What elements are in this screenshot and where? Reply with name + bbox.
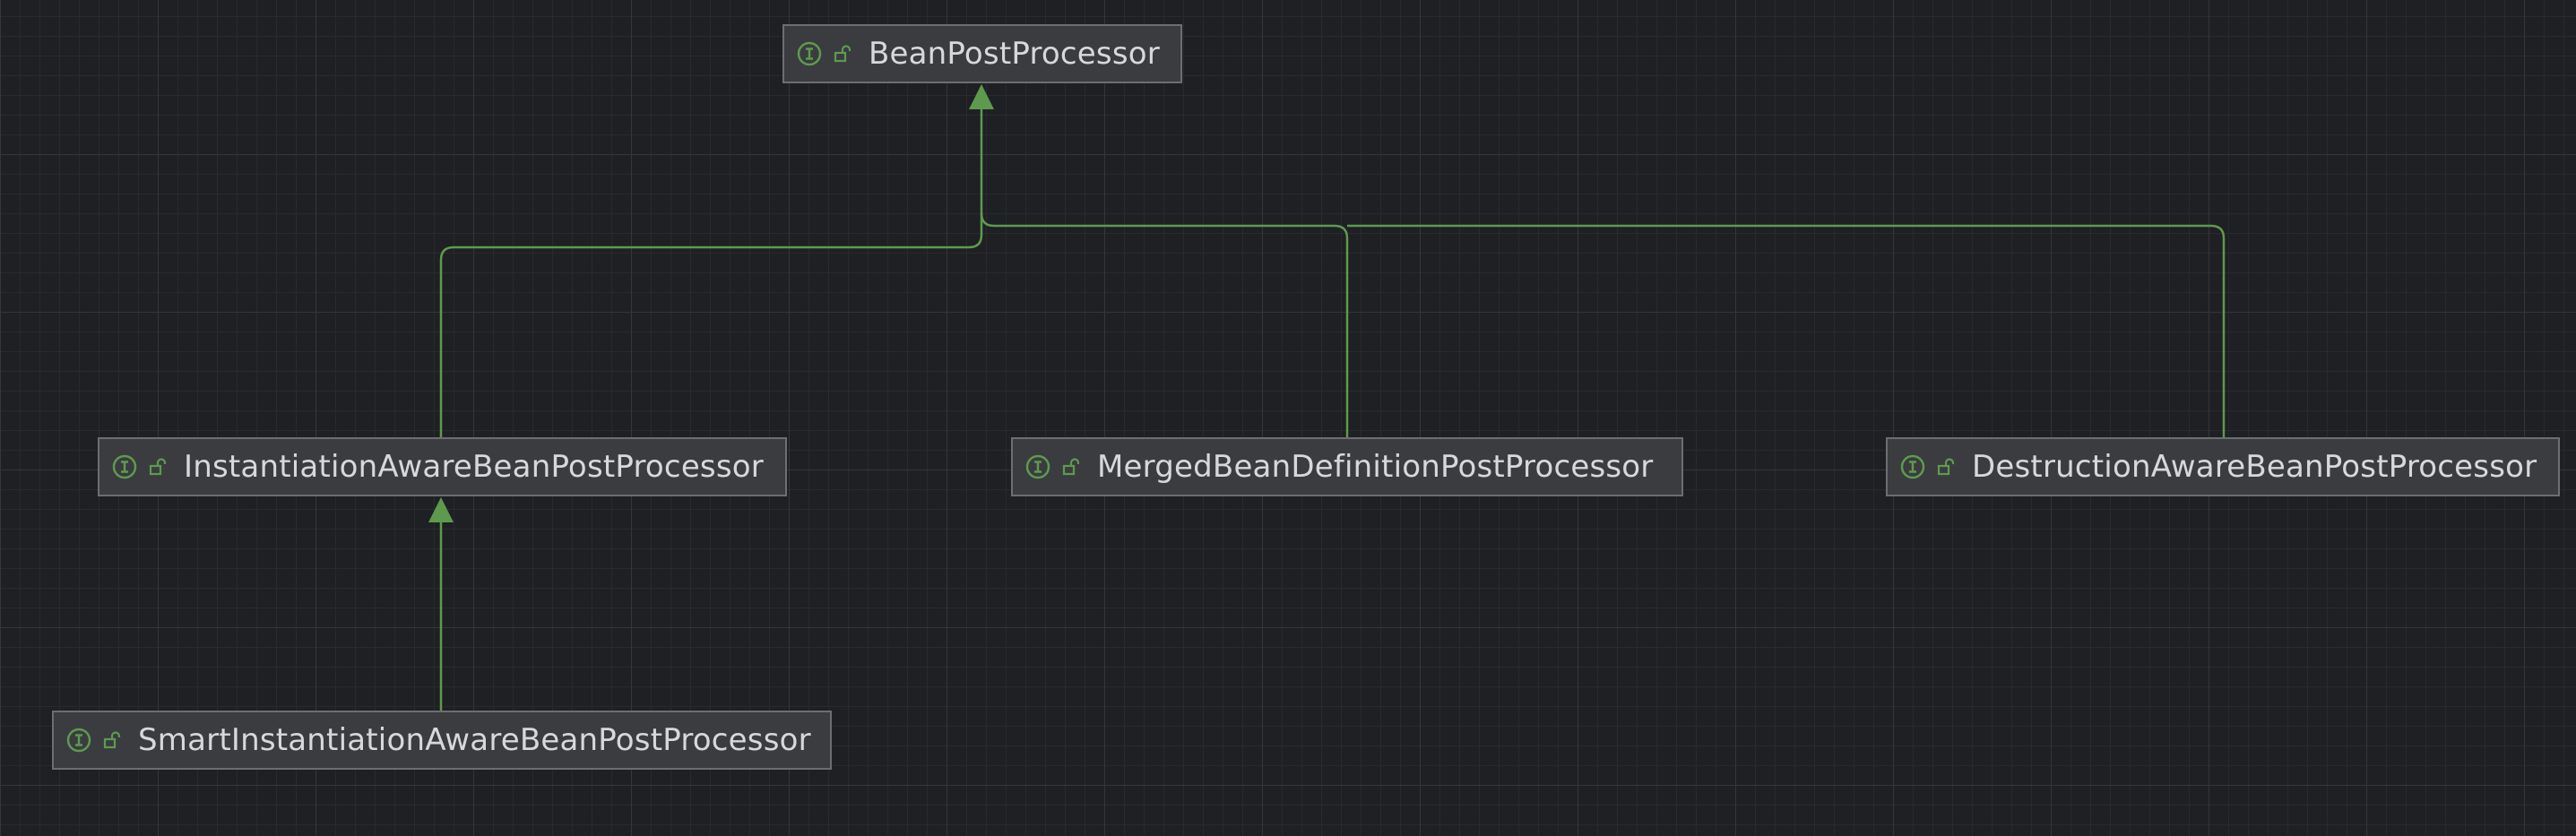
node-label: SmartInstantiationAwareBeanPostProcessor <box>138 722 811 758</box>
node-destruction-aware[interactable]: DestructionAwareBeanPostProcessor <box>1886 437 2560 496</box>
inheritance-arrowhead <box>969 84 994 109</box>
edge-destruction-aware-to-bean-post-processor <box>1347 224 2226 437</box>
interface-icon <box>112 454 137 479</box>
edge-instantiation-aware-to-bean-post-processor <box>439 106 983 439</box>
unlock-icon <box>149 458 167 476</box>
node-bean-post-processor[interactable]: BeanPostProcessor <box>782 24 1182 83</box>
node-label: DestructionAwareBeanPostProcessor <box>1972 449 2537 485</box>
inheritance-arrowhead <box>428 497 454 522</box>
node-merged-bean-definition[interactable]: MergedBeanDefinitionPostProcessor <box>1011 437 1683 496</box>
node-instantiation-aware[interactable]: InstantiationAwareBeanPostProcessor <box>98 437 787 496</box>
node-label: InstantiationAwareBeanPostProcessor <box>184 449 764 485</box>
node-label: BeanPostProcessor <box>869 36 1160 72</box>
unlock-icon <box>103 731 121 749</box>
interface-icon <box>797 41 822 66</box>
unlock-icon <box>1062 458 1080 476</box>
interface-icon <box>1900 454 1925 479</box>
interface-icon <box>66 728 91 753</box>
unlock-icon <box>1937 458 1955 476</box>
node-smart-instantiation-aware[interactable]: SmartInstantiationAwareBeanPostProcessor <box>52 711 832 770</box>
unlock-icon <box>834 45 851 63</box>
node-label: MergedBeanDefinitionPostProcessor <box>1097 449 1654 485</box>
interface-icon <box>1025 454 1050 479</box>
edge-merged-bean-definition-to-bean-post-processor <box>980 212 1349 437</box>
